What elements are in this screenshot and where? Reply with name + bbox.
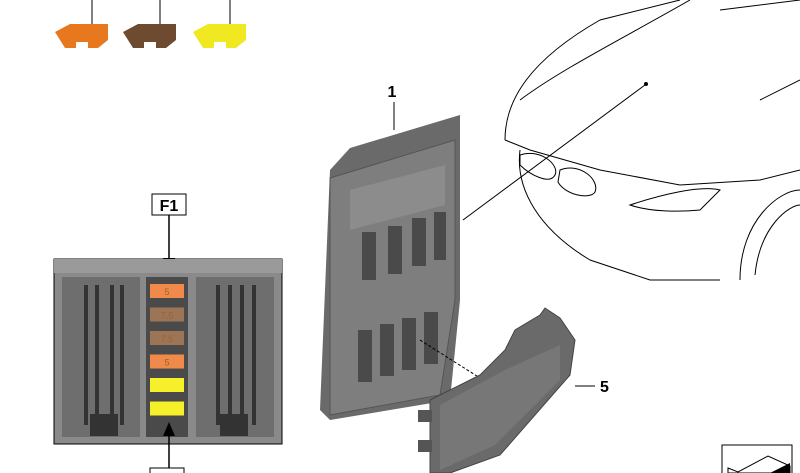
unit-symbol-icon [721,444,793,473]
part-1-label: 1 [388,84,397,101]
fuse-rating: 7.5 [161,311,174,321]
fuse-rating: 7.5 [161,334,174,344]
fuse-box-detail: 5 7.5 7.5 5 [53,258,283,445]
legend-fuse-orange [55,0,108,48]
fuse-3: 7.5 [150,331,184,345]
car-outline [504,0,800,281]
fuse-4: 5 [150,354,184,369]
fuse-5 [150,378,184,392]
legend-fuse-brown [123,0,176,48]
fuse-2: 7.5 [150,307,184,322]
f1-callout-label: F1 [160,198,179,215]
control-module [320,115,460,420]
fuse-rating: 5 [164,358,169,368]
arrow-up-icon [163,422,175,436]
fuse-1: 5 [150,284,184,298]
part-5-label: 5 [600,379,609,396]
fuse-rating: 5 [164,287,169,297]
cover-part [418,307,576,473]
legend-fuse-yellow [193,0,246,48]
fuse-6 [150,401,184,416]
